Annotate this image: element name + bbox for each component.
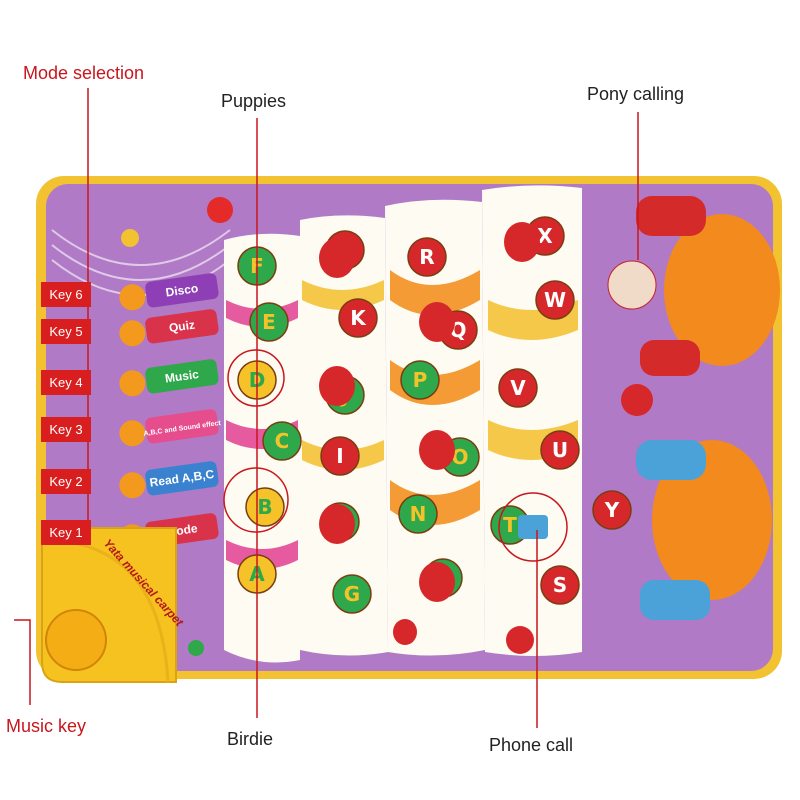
cartoon-characters	[636, 196, 780, 620]
letter-key-p[interactable]: P	[400, 360, 440, 400]
letter-key-circle	[535, 280, 575, 320]
letter-key-label: B	[257, 495, 272, 519]
button-body	[145, 409, 219, 444]
button-body	[145, 359, 219, 394]
letter-key-c[interactable]: C	[262, 421, 302, 461]
letter-key-circle	[245, 487, 285, 527]
music-key-button[interactable]	[45, 609, 107, 671]
letter-key-b[interactable]: B	[245, 487, 285, 527]
mode-button-label: Disco	[165, 281, 199, 299]
letter-key-u[interactable]: U	[540, 430, 580, 470]
letter-key-label: T	[503, 513, 517, 537]
letter-key-circle	[398, 494, 438, 534]
letter-key-label: I	[336, 444, 343, 468]
letter-key-label: C	[275, 429, 290, 453]
letter-key-circle	[320, 436, 360, 476]
letter-key-v[interactable]: V	[498, 368, 538, 408]
letter-key-circle	[400, 360, 440, 400]
letter-key-label: E	[262, 310, 276, 334]
letter-key-y[interactable]: Y	[592, 490, 632, 530]
letter-key-w[interactable]: W	[535, 280, 575, 320]
letter-key-circle	[262, 421, 302, 461]
letter-key-circle	[332, 574, 372, 614]
pony-calling-label: Pony calling	[587, 84, 685, 104]
mode-selection-label: Mode selection	[23, 63, 145, 83]
key-2-tag: Key 2	[41, 469, 91, 494]
letter-key-k[interactable]: K	[338, 298, 378, 338]
letter-key-n[interactable]: N	[398, 494, 438, 534]
letter-key-g[interactable]: G	[332, 574, 372, 614]
mode-button-4[interactable]: Music	[118, 358, 220, 398]
letter-key-circle	[540, 565, 580, 605]
letter-key-label: X	[537, 224, 553, 248]
letter-key-e[interactable]: E	[249, 302, 289, 342]
key-5-tag: Key 5	[41, 319, 91, 344]
mode-button-label: Quiz	[168, 318, 196, 335]
pony-icon	[607, 260, 657, 310]
key-3-tag: Key 3	[41, 417, 91, 442]
letter-key-label: S	[553, 573, 567, 597]
key-1-tag: Key 1	[41, 520, 91, 545]
phone-call-label: Phone call	[489, 735, 574, 755]
letter-key-label: Y	[604, 498, 620, 522]
music-key-label: Music key	[6, 716, 87, 736]
letter-key-s[interactable]: S	[540, 565, 580, 605]
letter-key-i[interactable]: I	[320, 436, 360, 476]
key-4-tag: Key 4	[41, 370, 91, 395]
puppies-icon	[227, 349, 285, 407]
letter-key-label: W	[544, 288, 566, 312]
letter-key-circle	[407, 237, 447, 277]
phone-icon	[498, 492, 568, 562]
mode-button-5[interactable]: Quiz	[118, 308, 220, 348]
letter-key-r[interactable]: R	[407, 237, 447, 277]
letter-key-circle	[249, 302, 289, 342]
key-6-tag: Key 6	[41, 282, 91, 307]
letter-key-label: K	[350, 306, 367, 330]
mode-button-2[interactable]: Read A,B,C	[118, 460, 220, 500]
callout-lines	[14, 88, 639, 728]
mode-button-6[interactable]: Disco	[118, 272, 220, 312]
button-body	[145, 273, 219, 308]
letter-key-label: N	[410, 502, 427, 526]
button-tip	[119, 370, 146, 397]
letter-key-label: R	[419, 245, 434, 269]
button-tip	[119, 472, 146, 499]
letter-key-circle	[338, 298, 378, 338]
puppies-label: Puppies	[221, 91, 287, 111]
mode-button-3[interactable]: A,B,C and Sound effect	[118, 408, 223, 448]
letter-key-label: O	[451, 445, 468, 469]
button-tip	[119, 284, 146, 311]
letter-key-circle	[592, 490, 632, 530]
letter-key-label: G	[344, 582, 360, 606]
strawberry-decorations	[319, 222, 653, 654]
birdie-label: Birdie	[227, 729, 274, 749]
letter-key-label: U	[552, 438, 568, 462]
letter-key-label: V	[510, 376, 526, 400]
letter-key-circle	[498, 368, 538, 408]
button-tip	[119, 320, 146, 347]
letter-key-circle	[540, 430, 580, 470]
letter-key-label: P	[413, 368, 428, 392]
birdie-icon	[223, 467, 289, 533]
button-body	[145, 309, 219, 344]
mode-button-label: Music	[164, 367, 200, 386]
button-body	[145, 461, 219, 496]
control-box: Yata musical carpet	[41, 527, 187, 683]
button-tip	[119, 420, 146, 447]
